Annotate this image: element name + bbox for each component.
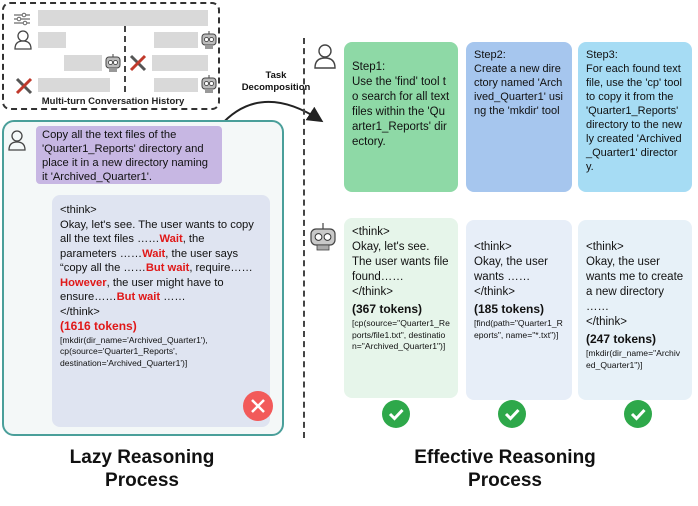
think-text: , require……: [189, 262, 253, 274]
robot-icon: [201, 75, 217, 93]
robot-icon: [201, 31, 217, 49]
history-label: Multi-turn Conversation History: [41, 96, 185, 107]
think-text: Okay, the user wants me to create a new …: [586, 256, 684, 313]
history-bar: [38, 32, 66, 48]
step-title: Step3:: [586, 49, 618, 61]
lazy-think-body: Okay, let's see. The user wants to copy …: [60, 218, 262, 305]
history-bar: [154, 78, 198, 92]
think-text: , the user says “copy all the ……: [60, 247, 239, 275]
robot-icon: [105, 54, 121, 72]
history-bar: [64, 55, 102, 71]
history-bar: [152, 55, 208, 71]
think-open: <think>: [60, 204, 97, 216]
hesitation-word: Wait: [159, 233, 183, 245]
think-open: <think>: [352, 226, 390, 238]
user-message: Copy all the text files of the 'Quarter1…: [36, 126, 222, 184]
think-box-1: <think> Okay, let's see. The user wants f…: [344, 218, 458, 398]
think-open: <think>: [474, 241, 512, 253]
hesitation-word: Wait: [142, 247, 166, 260]
check-icon: [498, 400, 526, 428]
lazy-think-box: <think> Okay, let's see. The user wants …: [52, 195, 270, 427]
user-icon: [314, 44, 336, 69]
section-divider: [303, 38, 305, 438]
lazy-caption-line2: Process: [105, 470, 179, 491]
tool-call: [find(path="Quarter1_Reports", name="*.t…: [474, 318, 563, 340]
hesitation-word: But wait: [145, 262, 190, 274]
check-icon: [382, 400, 410, 428]
tool-call: [cp(source="Quarter1_Reports/file1.txt",…: [352, 318, 450, 351]
task-decomposition-line2: Decomposition: [241, 82, 311, 93]
step-box-3: Step3: For each found text file, use the …: [578, 42, 692, 192]
token-count: (367 tokens): [352, 302, 423, 316]
effective-caption: Effective Reasoning Process: [380, 446, 630, 492]
arrow-icon: [219, 101, 324, 127]
tool-call: [mkdir(dir_name='Archived_Quarter1'), cp…: [60, 334, 208, 368]
check-icon: [624, 400, 652, 428]
tools-icon: [129, 54, 147, 72]
cross-icon: [243, 391, 273, 421]
think-text: , the parameters ……: [60, 233, 205, 260]
think-text: Okay, the user wants ……: [474, 256, 548, 283]
step-title: Step2:: [474, 49, 506, 61]
task-decomposition-label: Task Decomposition: [236, 70, 316, 94]
hesitation-word: However: [60, 276, 107, 289]
step-box-1: Step1: Use the 'find' tool to search for …: [344, 42, 458, 192]
think-text: ……: [160, 291, 186, 303]
user-icon: [8, 130, 26, 151]
settings-icon: [14, 12, 30, 26]
step-box-2: Step2: Create a new directory named 'Arch…: [466, 42, 572, 192]
user-icon: [14, 30, 32, 50]
think-close: </think>: [60, 305, 100, 318]
history-bar: [38, 78, 110, 92]
step-text: For each found text file, use the 'cp' t…: [586, 63, 682, 173]
effective-caption-line1: Effective Reasoning: [414, 447, 596, 468]
token-count: (185 tokens): [474, 302, 545, 316]
hesitation-word: But wait: [116, 291, 161, 303]
step-text: Use the 'find' tool to search for all te…: [352, 76, 450, 148]
tools-icon: [15, 77, 33, 95]
think-close: </think>: [352, 286, 393, 298]
conversation-history-box: Multi-turn Conversation History: [2, 2, 220, 110]
history-bar: [154, 32, 198, 48]
think-text: Okay, let's see. The user wants to copy …: [60, 218, 254, 246]
think-text: , the user might have to ensure……: [60, 276, 224, 304]
think-text: Okay, let's see. The user wants file fou…: [352, 241, 449, 283]
effective-caption-line2: Process: [468, 470, 542, 491]
token-count: (1616 tokens): [60, 319, 137, 333]
history-bar: [38, 10, 208, 26]
token-count: (247 tokens): [586, 332, 657, 346]
task-decomposition-line1: Task: [265, 70, 287, 81]
lazy-caption-line1: Lazy Reasoning: [69, 447, 215, 468]
history-divider: [124, 26, 126, 92]
robot-icon: [310, 223, 336, 251]
step-title: Step1:: [352, 61, 386, 73]
tool-call: [mkdir(dir_name="Archived_Quarter1")]: [586, 348, 681, 370]
step-text: Create a new directory named 'Archived_Q…: [474, 63, 563, 117]
think-open: <think>: [586, 241, 624, 253]
think-box-2: <think> Okay, the user wants …… </think> (1…: [466, 220, 572, 400]
lazy-caption: Lazy Reasoning Process: [22, 446, 262, 492]
think-close: </think>: [474, 286, 515, 298]
think-box-3: <think> Okay, the user wants me to create…: [578, 220, 692, 400]
think-close: </think>: [586, 316, 627, 328]
